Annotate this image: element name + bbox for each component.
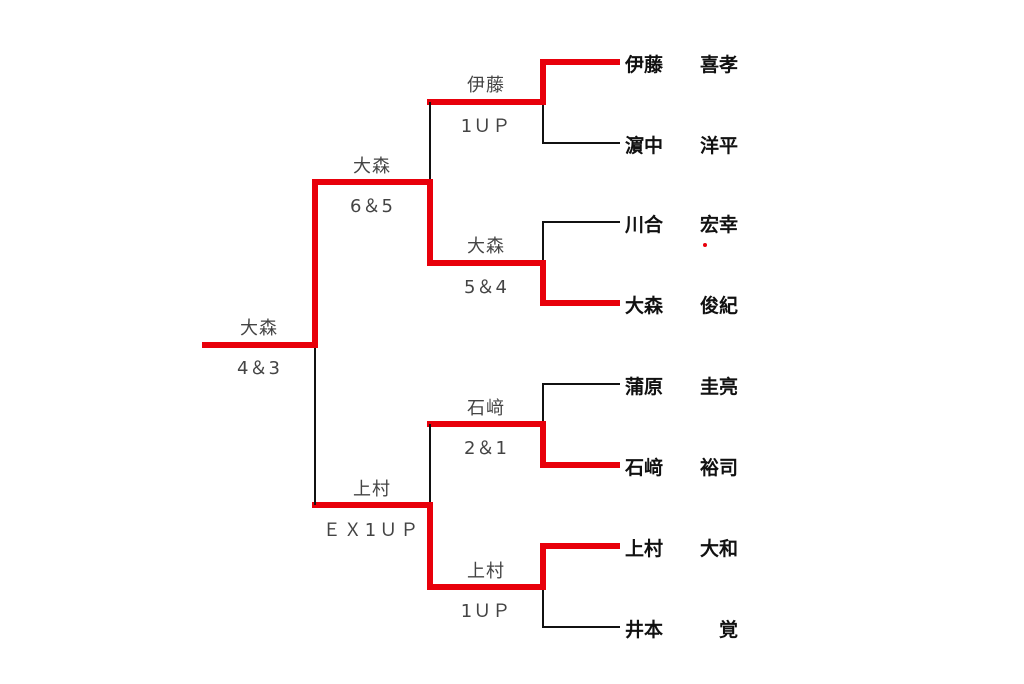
player-surname: 井本: [625, 619, 664, 641]
line-r1-h: [427, 421, 546, 427]
sf-score-label: 6＆5: [350, 196, 394, 217]
line-sf-v: [429, 424, 431, 505]
line-sf-v: [429, 102, 431, 182]
red-dot-mark: [703, 243, 707, 247]
final-score-label: 4＆3: [237, 358, 281, 379]
r1-winner-label: 大森: [467, 236, 505, 257]
line-r1-h: [427, 584, 546, 590]
player-surname: 大森: [625, 295, 664, 317]
line-r1-v: [540, 59, 546, 105]
line-player-4: [543, 300, 620, 306]
line-sf-v: [427, 179, 433, 266]
sf-winner-label: 上村: [353, 479, 391, 500]
line-r1-h: [427, 260, 546, 266]
line-r1-v: [540, 260, 546, 306]
sf-score-label: ＥＸ1ＵＰ: [322, 520, 422, 541]
line-r1-h: [427, 99, 546, 105]
line-player-1: [543, 59, 620, 65]
line-sf-v: [427, 502, 433, 590]
player-given: 宏幸: [699, 214, 738, 236]
player-surname: 川合: [625, 214, 664, 236]
line-r1-v: [542, 221, 544, 263]
player-surname: 上村: [625, 538, 664, 560]
line-player-5: [543, 383, 620, 385]
final-winner-label: 大森: [240, 318, 278, 339]
r1-winner-label: 石﨑: [467, 398, 505, 419]
r1-winner-label: 上村: [467, 561, 505, 582]
line-r1-v: [540, 543, 546, 590]
line-sf-h: [312, 502, 433, 508]
player-given: 大和: [699, 538, 738, 560]
player-surname: 蒲原: [625, 376, 664, 398]
player-surname: 伊藤: [625, 54, 664, 76]
sf-winner-label: 大森: [353, 156, 391, 177]
player-given: 覚: [718, 619, 738, 641]
line-final-v: [314, 345, 316, 505]
player-given: 俊紀: [699, 295, 738, 317]
line-r1-v: [542, 587, 544, 628]
player-surname: 石﨑: [625, 457, 664, 479]
line-r1-v: [542, 102, 544, 144]
line-r1-v: [542, 383, 544, 425]
r1-score-label: 2＆1: [464, 438, 508, 459]
player-given: 裕司: [699, 457, 738, 479]
line-player-2: [543, 142, 620, 144]
r1-score-label: 1ＵＰ: [460, 116, 512, 137]
player-given: 喜孝: [699, 54, 738, 76]
player-given: 圭亮: [699, 376, 738, 398]
line-player-7: [543, 543, 620, 549]
line-r1-v: [540, 421, 546, 468]
player-given: 洋平: [699, 135, 738, 157]
line-player-3: [543, 221, 620, 223]
line-final-h: [202, 342, 318, 348]
r1-score-label: 1ＵＰ: [460, 601, 512, 622]
line-player-8: [543, 626, 620, 628]
r1-winner-label: 伊藤: [467, 75, 505, 96]
line-player-6: [543, 462, 620, 468]
player-surname: 濵中: [625, 135, 664, 157]
line-sf-h: [312, 179, 433, 185]
r1-score-label: 5＆4: [464, 277, 508, 298]
line-final-v: [312, 179, 318, 348]
